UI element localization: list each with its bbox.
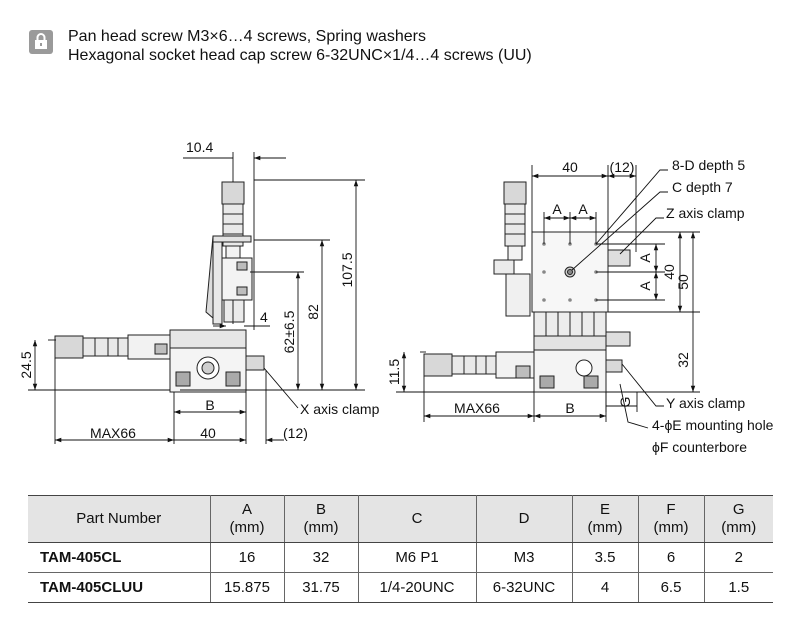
dim-g: G — [617, 397, 633, 408]
dim-82: 82 — [305, 304, 321, 320]
column-header: F(mm) — [637, 495, 705, 543]
column-header: C — [357, 495, 477, 543]
dim-40-right: 40 — [562, 159, 578, 175]
right-dimensions — [396, 165, 700, 429]
table-cell: 32 — [283, 542, 359, 573]
dim-a-4: A — [637, 281, 653, 291]
dim-12-right: (12) — [610, 159, 635, 175]
dim-32: 32 — [675, 352, 691, 368]
dim-40-left: 40 — [200, 425, 216, 441]
label-z-axis-clamp: Z axis clamp — [666, 205, 745, 221]
table-cell: 2 — [703, 542, 773, 573]
left-view — [54, 181, 265, 393]
dim-a-1: A — [552, 201, 562, 217]
dim-107-5: 107.5 — [339, 252, 355, 287]
label-8d-depth: 8-D depth 5 — [672, 157, 745, 173]
dim-12-left: (12) — [283, 425, 308, 441]
dim-24-5: 24.5 — [18, 351, 34, 378]
table-cell: 6 — [637, 542, 705, 573]
dim-a-2: A — [578, 201, 588, 217]
table-cell: 6.5 — [637, 572, 705, 603]
dim-max66-left: MAX66 — [90, 425, 136, 441]
label-c-depth: C depth 7 — [672, 179, 733, 195]
left-dimensions — [28, 152, 365, 444]
column-header: B(mm) — [283, 495, 359, 543]
dim-11-5: 11.5 — [386, 359, 402, 385]
label-counterbore: ϕF counterbore — [652, 439, 747, 455]
dim-max66-right: MAX66 — [454, 400, 500, 416]
dim-4: 4 — [260, 309, 268, 325]
table-cell: 16 — [209, 542, 285, 573]
dim-b-left: B — [205, 397, 214, 413]
label-mounting-hole: 4-ϕE mounting hole — [652, 417, 774, 433]
note-screws: Pan head screw M3×6…4 screws, Spring was… — [68, 28, 426, 45]
right-view — [423, 181, 631, 393]
label-x-axis-clamp: X axis clamp — [300, 401, 380, 417]
dim-b-right: B — [565, 400, 574, 416]
table-cell: 1.5 — [703, 572, 773, 603]
lock-icon — [29, 30, 53, 54]
column-header: D — [475, 495, 573, 543]
table-cell: M6 P1 — [357, 542, 477, 573]
part-number-cell: TAM-405CLUU — [28, 572, 211, 603]
table-cell: 6-32UNC — [475, 572, 573, 603]
table-cell: 31.75 — [283, 572, 359, 603]
note-screws-uu: Hexagonal socket head cap screw 6-32UNC×… — [68, 47, 532, 64]
dim-10-4: 10.4 — [186, 139, 213, 155]
dim-a-3: A — [637, 253, 653, 263]
table-cell: 15.875 — [209, 572, 285, 603]
table-cell: 3.5 — [571, 542, 639, 573]
column-header: E(mm) — [571, 495, 639, 543]
table-cell: M3 — [475, 542, 573, 573]
column-header: G(mm) — [703, 495, 773, 543]
column-header: Part Number — [28, 495, 211, 543]
table-cell: 4 — [571, 572, 639, 603]
label-y-axis-clamp: Y axis clamp — [666, 395, 745, 411]
part-number-cell: TAM-405CL — [28, 542, 211, 573]
dim-40-vertical: 40 — [661, 264, 677, 280]
dim-62-6-5: 62±6.5 — [281, 310, 297, 353]
table-cell: 1/4-20UNC — [357, 572, 477, 603]
column-header: A(mm) — [209, 495, 285, 543]
technical-drawing: 10.4 107.5 82 62±6.5 4 24.5 B MAX66 40 (… — [18, 139, 774, 455]
dim-50: 50 — [675, 274, 691, 290]
